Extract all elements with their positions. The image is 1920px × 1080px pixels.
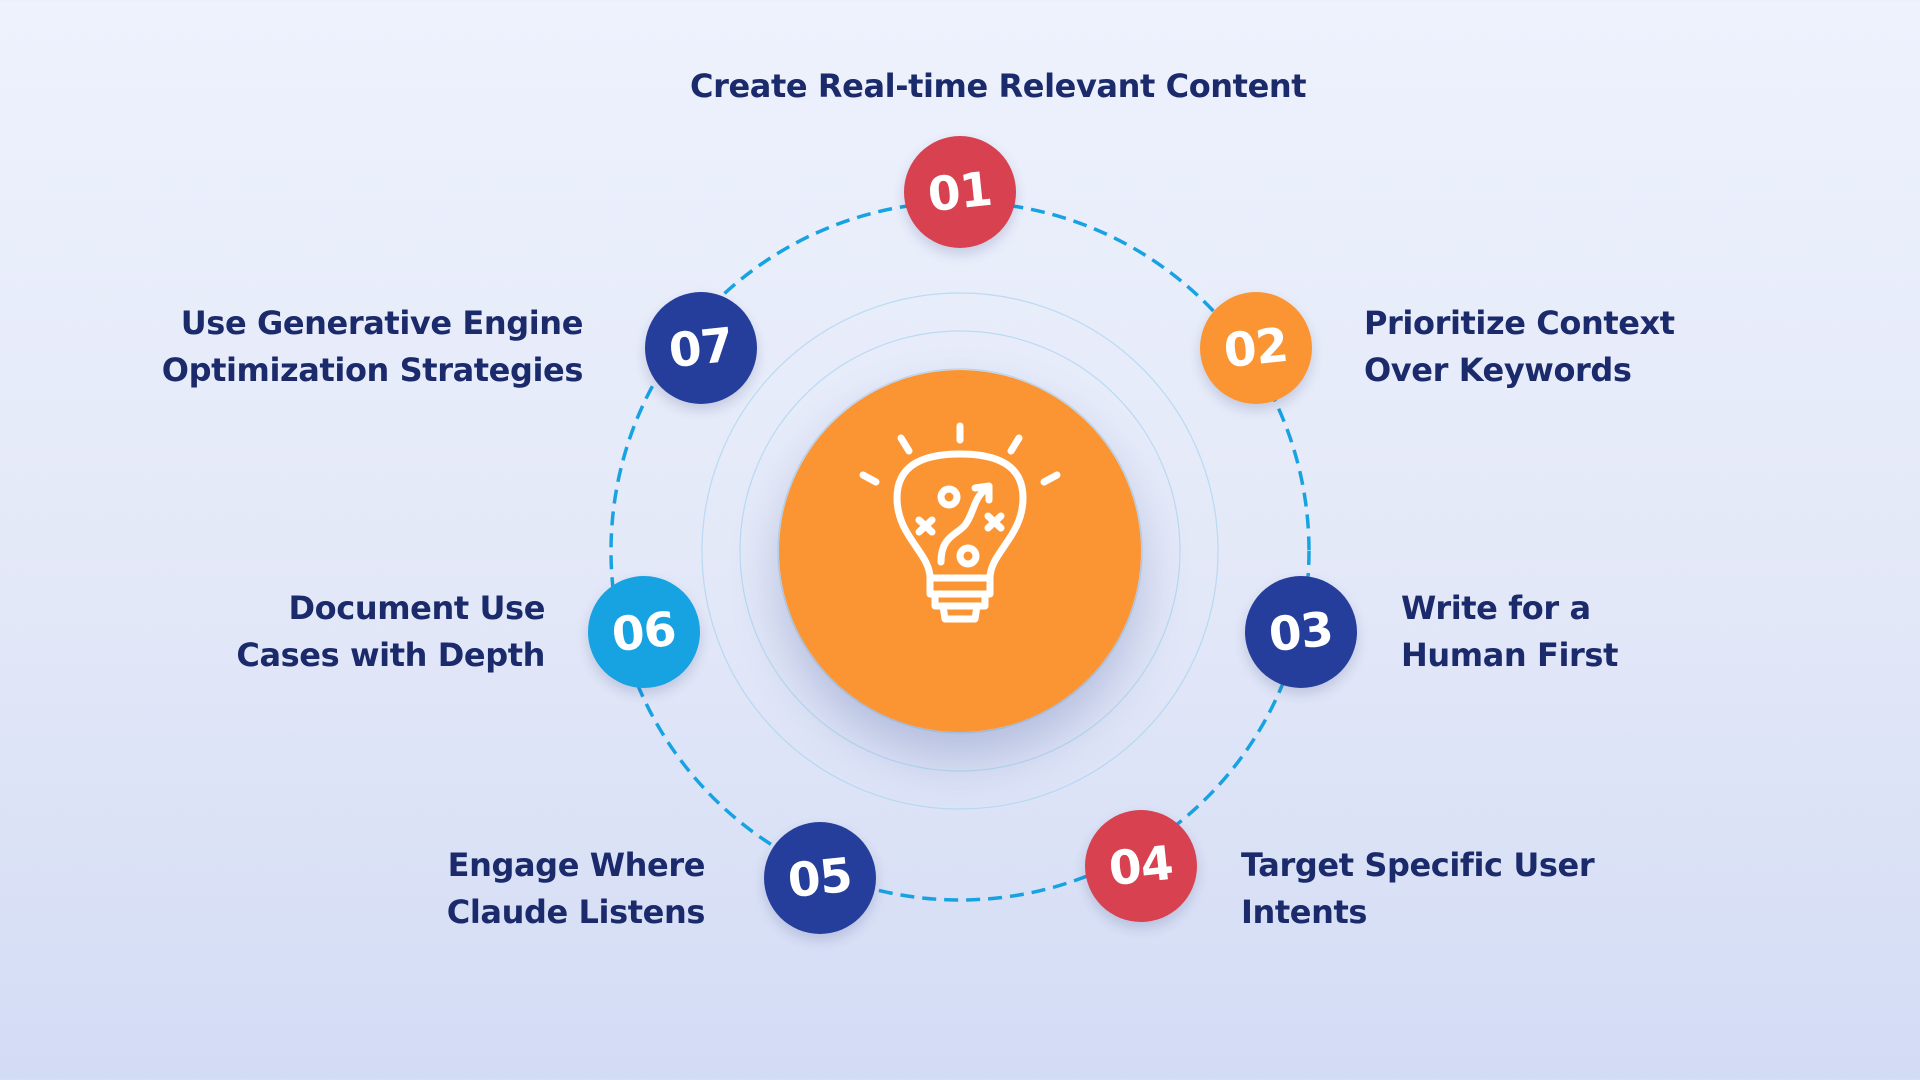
step-label-05-line-2: Claude Listens [446,893,706,931]
step-label-04: Target Specific User Intents [1241,842,1781,936]
lightbulb-strategy-icon [859,422,1061,623]
step-number-07: 07 [666,317,736,379]
step-label-04-line-1: Target Specific User [1241,846,1595,884]
center-circle [779,370,1141,732]
step-label-07-line-1: Use Generative Engine [180,304,584,342]
step-label-05: Engage Where Claude Listens [165,842,706,936]
step-badge-06[interactable]: 06 [588,576,700,688]
step-label-02: Prioritize Context Over Keywords [1364,300,1904,394]
step-label-03: Write for a Human First [1401,585,1920,679]
inner-ring-outer [701,292,1219,810]
step-label-02-line-1: Prioritize Context [1364,304,1675,342]
step-label-01: Create Real-time Relevant Content [690,63,1307,110]
step-label-07-line-2: Optimization Strategies [161,351,584,389]
step-label-05-line-1: Engage Where [447,846,706,884]
step-number-02: 02 [1221,317,1291,379]
step-label-06-line-1: Document Use [288,589,546,627]
dashed-cycle-ring [609,200,1311,902]
step-number-05: 05 [785,847,855,909]
inner-ring-inner [777,368,1143,734]
step-badge-01[interactable]: 01 [904,136,1016,248]
step-label-03-line-2: Human First [1401,636,1618,674]
step-number-01: 01 [925,161,995,223]
step-badge-03[interactable]: 03 [1245,576,1357,688]
step-number-03: 03 [1266,601,1336,663]
step-label-03-line-1: Write for a [1401,589,1591,627]
step-badge-07[interactable]: 07 [645,292,757,404]
step-badge-04[interactable]: 04 [1085,810,1197,922]
step-label-01-line-1: Create Real-time Relevant Content [690,67,1307,105]
step-label-06-line-2: Cases with Depth [236,636,545,674]
step-label-07: Use Generative Engine Optimization Strat… [43,300,584,394]
inner-ring-middle [739,330,1181,772]
step-label-06: Document Use Cases with Depth [5,585,545,679]
step-label-02-line-2: Over Keywords [1364,351,1632,389]
step-number-06: 06 [609,601,679,663]
step-number-04: 04 [1106,835,1176,897]
step-badge-02[interactable]: 02 [1200,292,1312,404]
step-badge-05[interactable]: 05 [764,822,876,934]
step-label-04-line-2: Intents [1241,893,1368,931]
